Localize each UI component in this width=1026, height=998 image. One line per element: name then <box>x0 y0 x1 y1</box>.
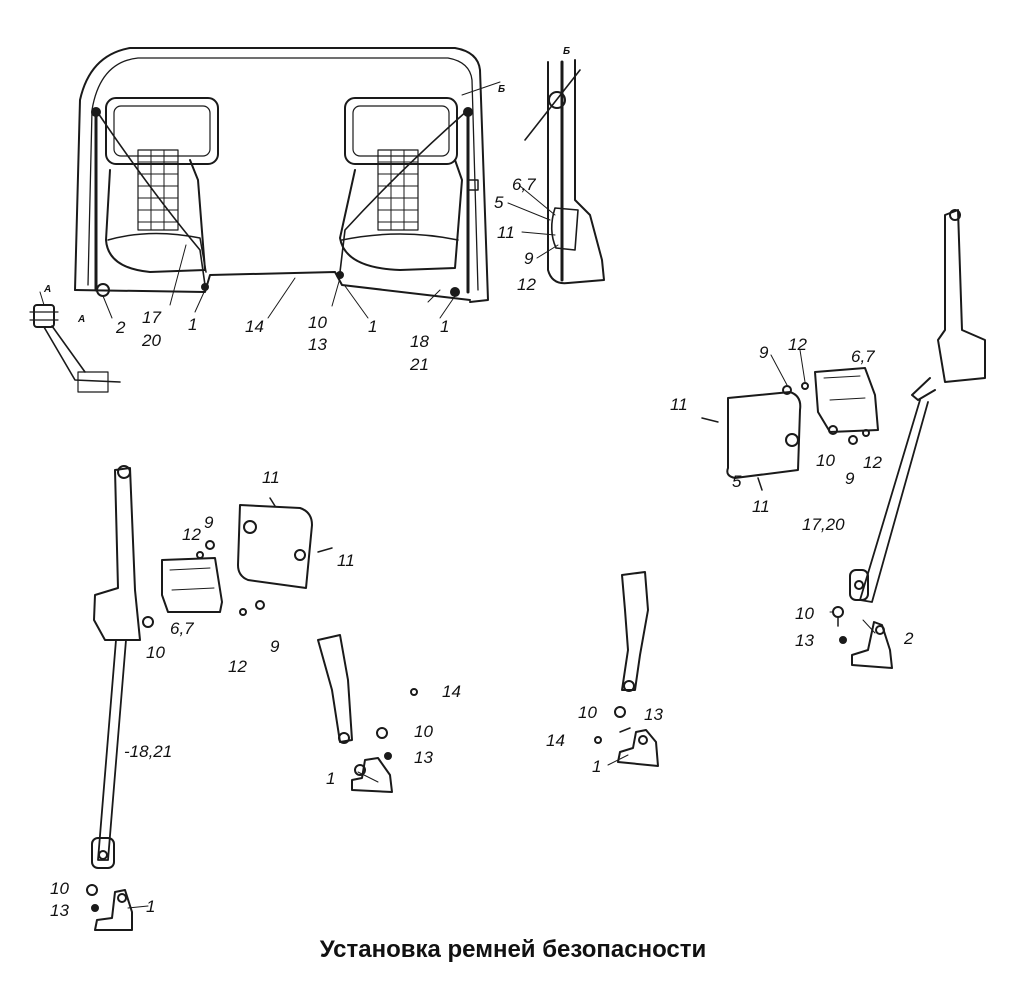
callout-m-13: 13 <box>414 748 433 767</box>
callout-r-10b: 10 <box>795 604 814 623</box>
callout-cab-21: 21 <box>409 355 429 374</box>
callout-l-12a: 12 <box>182 525 201 544</box>
callout-l-9b: 9 <box>270 637 280 656</box>
callout-b-12: 12 <box>517 275 536 294</box>
detail-a <box>29 291 121 393</box>
callout-r-9b: 9 <box>845 469 855 488</box>
callout-l-6-7: 6,7 <box>170 619 194 638</box>
view-letter-a-top: А <box>43 284 51 295</box>
callout-b-11: 11 <box>497 223 515 242</box>
callout-r-10a: 10 <box>816 451 835 470</box>
middle-buckle-assembly <box>317 634 418 793</box>
right-retractor-assembly <box>701 209 986 669</box>
callout-l-13: 13 <box>50 901 69 920</box>
callout-cab-1b: 1 <box>368 317 377 336</box>
right-buckle-assembly <box>594 571 659 767</box>
callout-b-6-7: 6,7 <box>512 175 536 194</box>
callout-r-9a: 9 <box>759 343 769 362</box>
callout-cab-13: 13 <box>308 335 327 354</box>
callout-rb-14: 14 <box>546 731 565 750</box>
callout-l-1: 1 <box>146 897 155 916</box>
callout-cab-2: 2 <box>115 318 126 337</box>
callout-l-10a: 10 <box>146 643 165 662</box>
view-letter-b: Б <box>498 84 505 95</box>
callout-r-17-20: 17,20 <box>802 515 845 534</box>
callout-r-6-7: 6,7 <box>851 347 875 366</box>
left-retractor-assembly <box>86 465 333 931</box>
callout-l-11a: 11 <box>262 468 280 487</box>
callout-cab-17: 17 <box>142 308 161 327</box>
detail-b <box>524 59 605 285</box>
callout-l-12b: 12 <box>228 657 247 676</box>
callout-r-11a: 11 <box>670 395 688 414</box>
callout-r-12a: 12 <box>788 335 807 354</box>
callout-cab-10: 10 <box>308 313 327 332</box>
callout-cab-1a: 1 <box>188 315 197 334</box>
callout-b-5: 5 <box>494 193 504 212</box>
callout-cab-14: 14 <box>245 317 264 336</box>
callout-b-9: 9 <box>524 249 534 268</box>
callout-l-18-21: -18,21 <box>124 742 172 761</box>
callout-cab-20: 20 <box>141 331 161 350</box>
callout-r-13: 13 <box>795 631 814 650</box>
cab-rear-view <box>74 47 501 303</box>
view-letter-b-top: Б <box>563 46 570 57</box>
callout-m-1: 1 <box>326 769 335 788</box>
leader-lines <box>102 185 876 909</box>
callout-cab-1c: 1 <box>440 317 449 336</box>
diagram-caption: Установка ремней безопасности <box>319 936 707 963</box>
callout-r-5: 5 <box>732 472 742 491</box>
callout-r-2: 2 <box>903 629 914 648</box>
callout-m-14: 14 <box>442 682 461 701</box>
callout-r-11b: 11 <box>752 497 770 516</box>
view-letter-a: А <box>77 314 85 325</box>
callout-l-9a: 9 <box>204 513 214 532</box>
callout-rb-1: 1 <box>592 757 601 776</box>
callout-rb-10: 10 <box>578 703 597 722</box>
callout-l-11b: 11 <box>337 551 355 570</box>
callout-r-12b: 12 <box>863 453 882 472</box>
callout-cab-18: 18 <box>410 332 429 351</box>
callout-l-10b: 10 <box>50 879 69 898</box>
callout-m-10: 10 <box>414 722 433 741</box>
callout-rb-13: 13 <box>644 705 663 724</box>
